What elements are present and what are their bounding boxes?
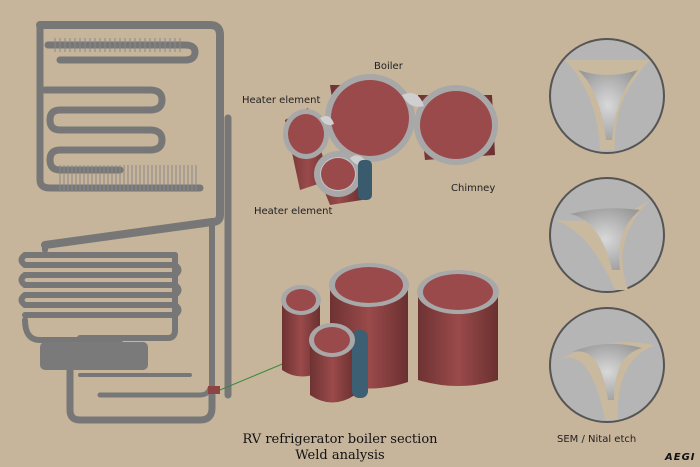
aegi-logo: AEGI [665,452,696,463]
condenser-fins [54,38,197,192]
absorber-tank [40,342,148,370]
label-heater-element-bottom: Heater element [254,206,333,217]
micrograph-3 [549,307,665,423]
micrograph-2 [549,177,665,293]
leader-line [219,359,293,391]
label-sem-nital-etch: SEM / Nital etch [557,434,637,445]
micrograph-1 [549,38,665,154]
label-chimney: Chimney [451,183,496,194]
boiler-section-marker [208,386,220,394]
caption-subtitle: Weld analysis [295,448,385,463]
boiler-section-3d-view [281,263,499,403]
label-boiler: Boiler [374,61,403,72]
refrigerator-piping-schematic [18,21,232,424]
label-heater-element-top: Heater element [242,95,321,106]
caption-title: RV refrigerator boiler section [242,432,438,447]
boiler-section-top-view [283,74,498,205]
